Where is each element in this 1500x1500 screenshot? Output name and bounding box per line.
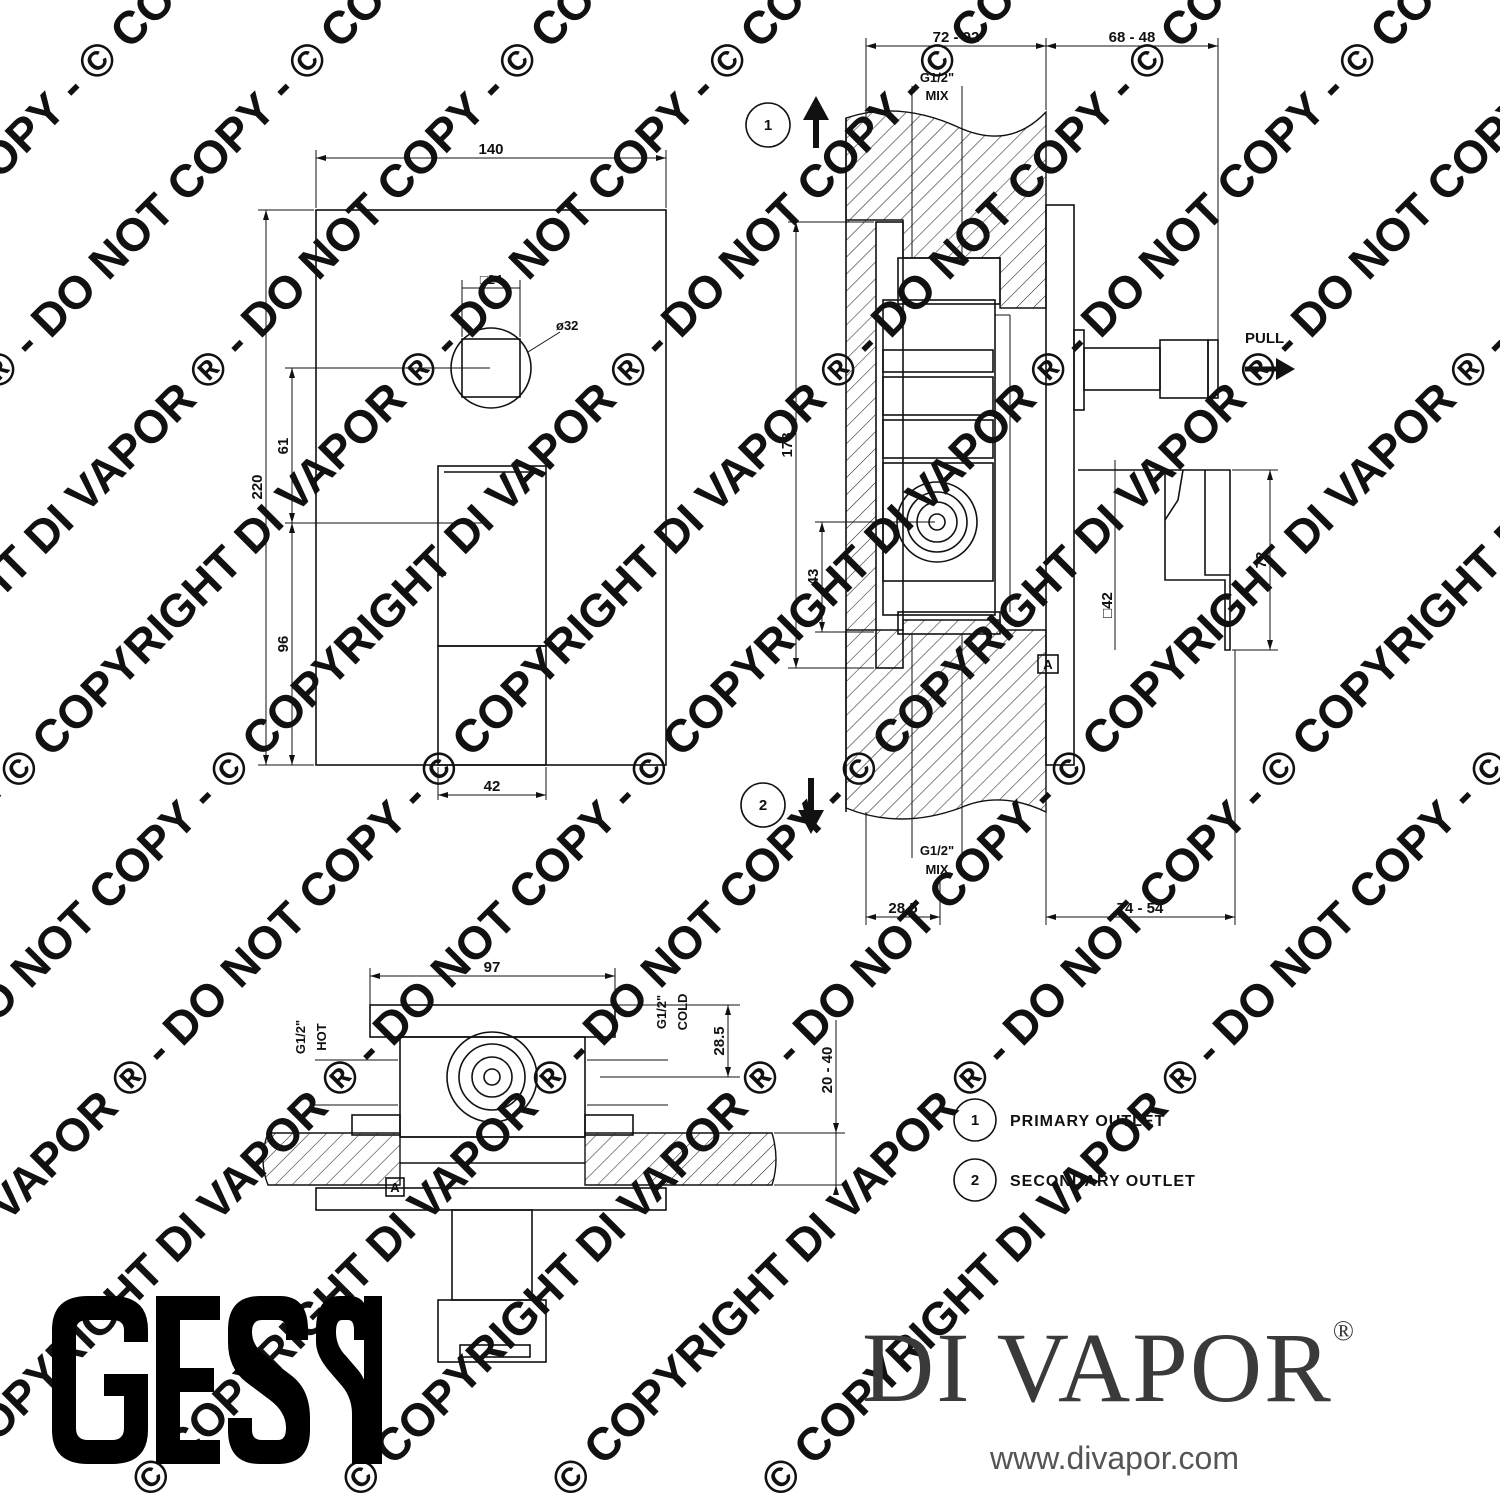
hot-size: G1/2" [293, 1020, 308, 1054]
top-handle [437, 1299, 547, 1363]
box-frame [875, 221, 904, 669]
top-view: 97 A G1/2" HOT G1/2" COLD [262, 959, 845, 1363]
dim-handle-width: 42 [484, 778, 501, 795]
hot-label: HOT [314, 1023, 329, 1051]
gessi-logo: ® [52, 1296, 382, 1464]
top-wall-left [262, 1132, 401, 1186]
top-cartridge [446, 1031, 538, 1123]
svg-text:1: 1 [764, 117, 772, 134]
pull-arrow-icon [1276, 358, 1295, 380]
logo-registered-mark: ® [367, 1301, 378, 1317]
dim-top-right: 68 - 48 [1109, 29, 1156, 46]
cold-label: COLD [675, 994, 690, 1031]
dim-top-left: 72 - 92 [933, 29, 980, 46]
arrow-up-icon [803, 96, 829, 120]
dim-height: 220 [249, 474, 266, 499]
dim-handle-spacing: 61 [275, 438, 292, 455]
dim-knob-diameter: ø32 [556, 318, 578, 333]
svg-text:2: 2 [759, 797, 767, 814]
legend-label-2: SECONDARY OUTLET [1010, 1173, 1196, 1190]
pipe-bottom-size: G1/2" [920, 843, 954, 858]
svg-text:1: 1 [971, 1112, 979, 1129]
dim-center-height: 43 [805, 569, 822, 586]
dim-top-width: 97 [484, 959, 501, 976]
retailer-url: www.divapor.com [990, 1440, 1239, 1476]
wall-section-top [845, 110, 1047, 309]
pipe-bottom-type: MIX [925, 862, 948, 877]
side-view: PULL 72 - 92 68 - 48 G1/2" MIX G1/2" MIX… [740, 29, 1295, 925]
dim-bottom-right: 74 - 54 [1117, 900, 1164, 917]
pipe-top-size: G1/2" [920, 70, 954, 85]
cold-size: G1/2" [654, 995, 669, 1029]
svg-text:A: A [390, 1180, 400, 1195]
pipe-top-type: MIX [925, 88, 948, 103]
legend-marker-2 [953, 1158, 997, 1202]
legend-label-1: PRIMARY OUTLET [1010, 1113, 1165, 1130]
outlet-1-marker [745, 102, 791, 148]
retailer-logo: DI VAPOR® [862, 1312, 1357, 1423]
arrow-down-icon [798, 810, 824, 834]
side-cover-plate [1045, 204, 1075, 766]
label-pull: PULL [1245, 330, 1284, 347]
lever-side [1078, 469, 1231, 651]
dim-handle-bottom: 96 [275, 636, 292, 653]
dim-top-offset: 28.5 [711, 1026, 728, 1055]
svg-text:2: 2 [971, 1172, 979, 1189]
dim-knob-square: □24 [480, 272, 503, 287]
dim-bottom-left: 28.5 [888, 900, 917, 917]
top-wall-right [584, 1132, 777, 1186]
dim-wall-range: 20 - 40 [819, 1047, 836, 1094]
dim-handle-height: 72 [1253, 552, 1270, 569]
front-view: 140 220 □24 ø32 61 96 [249, 141, 667, 800]
outlet-legend: 1 PRIMARY OUTLET 2 SECONDARY OUTLET [953, 1098, 1196, 1202]
dim-handle-square: □42 [1099, 592, 1116, 618]
top-port [897, 257, 1001, 305]
lever-base [437, 645, 547, 766]
legend-marker-1 [953, 1098, 997, 1142]
dim-width: 140 [478, 141, 503, 158]
svg-text:A: A [1043, 657, 1053, 672]
outlet-2-marker [740, 782, 786, 828]
datum-marker [1037, 654, 1059, 674]
dim-body-height: 178 [779, 432, 796, 457]
top-datum-marker [385, 1177, 405, 1197]
bottom-port [897, 611, 1001, 635]
